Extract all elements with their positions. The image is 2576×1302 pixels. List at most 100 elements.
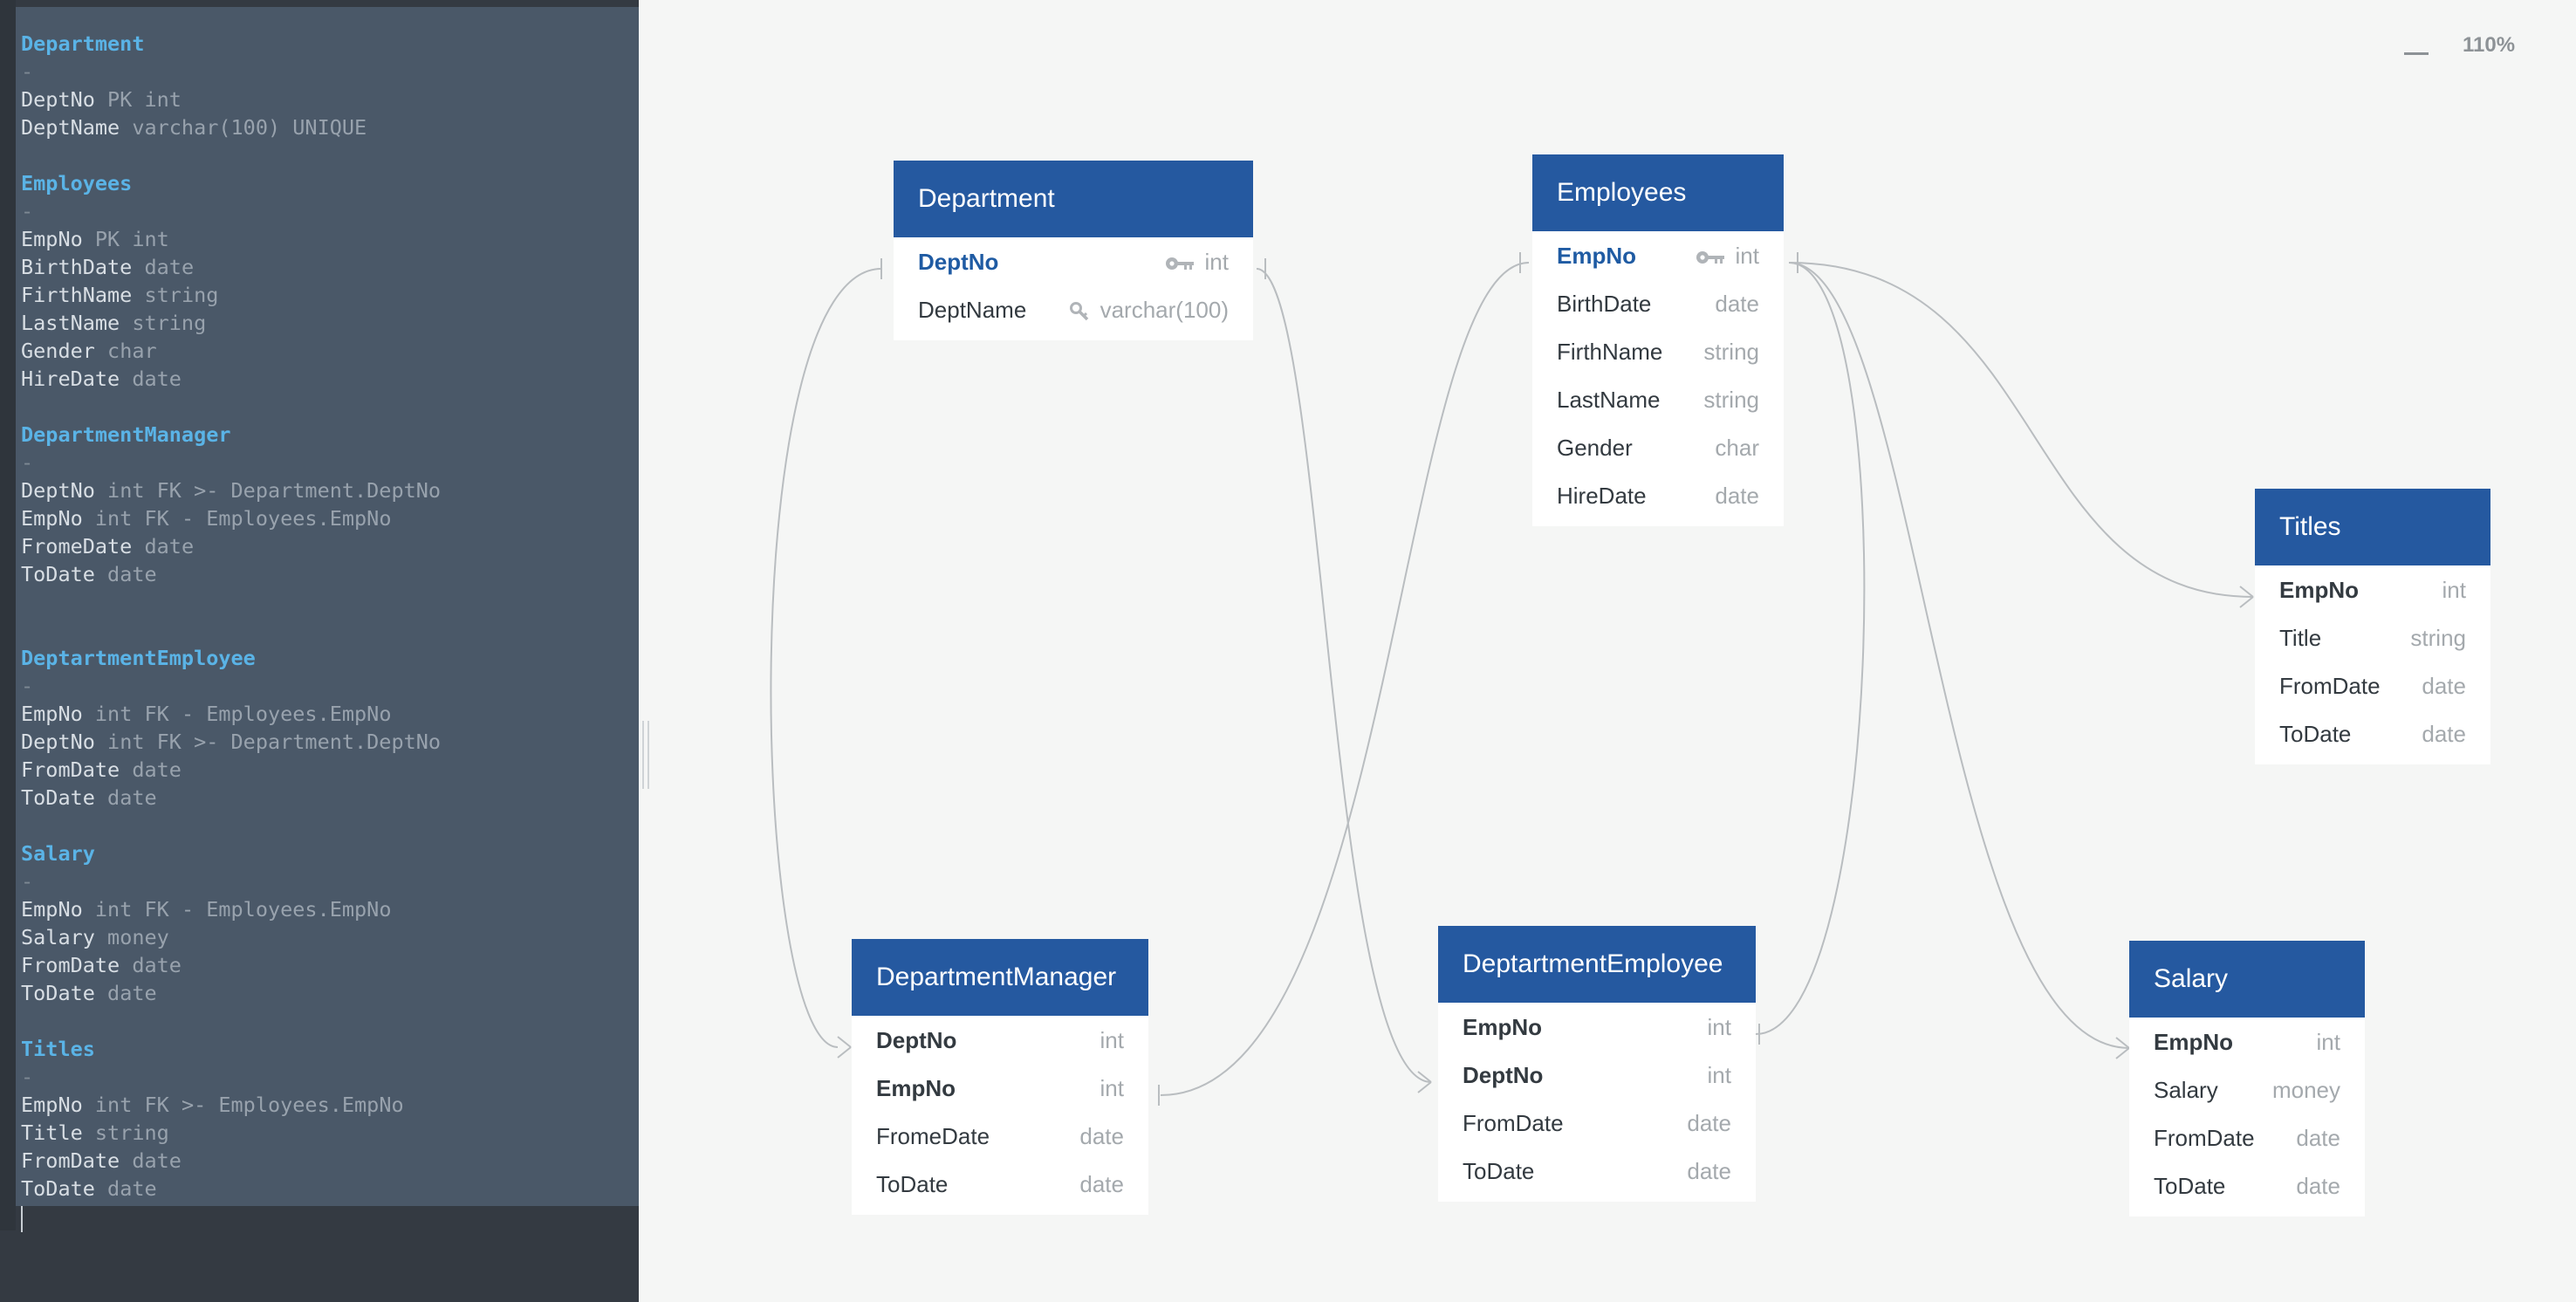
field-name: EmpNo (2154, 1029, 2233, 1055)
field-type-text: int (1100, 1075, 1124, 1101)
field-type-text: varchar(100) (1100, 297, 1229, 323)
code-field-definition: int FK - Employees.EmpNo (94, 702, 392, 726)
field-type-text: int (1204, 249, 1229, 275)
table-footer (1532, 519, 1784, 526)
code-line: Salary money (21, 923, 441, 951)
connector-employees-salary (1788, 262, 2130, 1049)
field-type: int (1696, 243, 1759, 270)
code-field-definition: int FK >- Department.DeptNo (107, 730, 442, 754)
code-field-name: DeptNo (21, 478, 95, 503)
table-header[interactable]: DepartmentManager (852, 939, 1148, 1016)
table-header[interactable]: Employees (1532, 154, 1784, 231)
code-field-name: Gender (21, 339, 95, 363)
code-field-definition: date (107, 562, 157, 586)
code-field-definition: date (107, 785, 157, 810)
table-header[interactable]: DeptartmentEmployee (1438, 926, 1756, 1003)
code-field-name: FromDate (21, 757, 120, 782)
field-name: HireDate (1557, 483, 1647, 509)
field-name: FromeDate (876, 1123, 990, 1149)
field-type: int (1708, 1062, 1731, 1089)
zoom-out-button[interactable] (2401, 38, 2431, 68)
code-line: FromDate date (21, 951, 441, 979)
field-name: ToDate (1463, 1158, 1535, 1184)
code-line: EmpNo int FK - Employees.EmpNo (21, 504, 441, 532)
table-header[interactable]: Salary (2129, 941, 2365, 1018)
field-name: FromDate (2154, 1125, 2255, 1151)
code-field-definition: string (132, 311, 207, 335)
code-line: FirthName string (21, 281, 441, 309)
text-cursor (21, 1206, 23, 1232)
code-line: DeptNo PK int (21, 86, 441, 113)
table-footer (1438, 1195, 1756, 1202)
code-line: LastName string (21, 309, 441, 337)
code-field-name: HireDate (21, 367, 120, 391)
code-line: ToDate date (21, 1175, 441, 1203)
table-header[interactable]: Department (894, 161, 1253, 237)
code-field-name: FirthName (21, 283, 133, 307)
field-type: varchar(100) (1069, 297, 1229, 324)
code-field-name: Title (21, 1120, 83, 1145)
code-line: ToDate date (21, 979, 441, 1007)
code-field-name: EmpNo (21, 506, 83, 531)
editor-selection (16, 7, 639, 1206)
code-field-name: ToDate (21, 981, 95, 1005)
code-field-name: EmpNo (21, 1093, 83, 1117)
connector-employees-deptmanager (1160, 262, 1530, 1096)
code-table-name: DeptartmentEmployee (21, 646, 256, 670)
connector-employees-titles (1788, 262, 2254, 598)
code-field-definition: date (132, 1148, 182, 1173)
code-field-name: FromDate (21, 953, 120, 977)
field-type: char (1715, 435, 1759, 462)
pane-resize-handle[interactable] (642, 721, 649, 789)
code-line: DeptName varchar(100) UNIQUE (21, 113, 441, 141)
code-separator: - (21, 199, 34, 223)
code-field-name: DeptNo (21, 87, 95, 112)
table-header[interactable]: Titles (2255, 489, 2490, 565)
code-field-definition: int FK - Employees.EmpNo (94, 506, 392, 531)
field-name: DeptNo (876, 1027, 957, 1053)
code-line: BirthDate date (21, 253, 441, 281)
field-type: string (1703, 339, 1759, 366)
code-field-definition: date (144, 534, 195, 558)
field-type: date (2296, 1125, 2340, 1152)
field-name: Salary (2154, 1077, 2218, 1103)
code-line: ToDate date (21, 784, 441, 812)
table-field-row[interactable]: FromDate date (2129, 1114, 2365, 1162)
code-field-name: EmpNo (21, 897, 83, 922)
code-line: Department (21, 30, 441, 58)
table-footer (852, 1208, 1148, 1215)
zoom-level: 110% (2463, 33, 2516, 57)
code-field-name: EmpNo (21, 702, 83, 726)
